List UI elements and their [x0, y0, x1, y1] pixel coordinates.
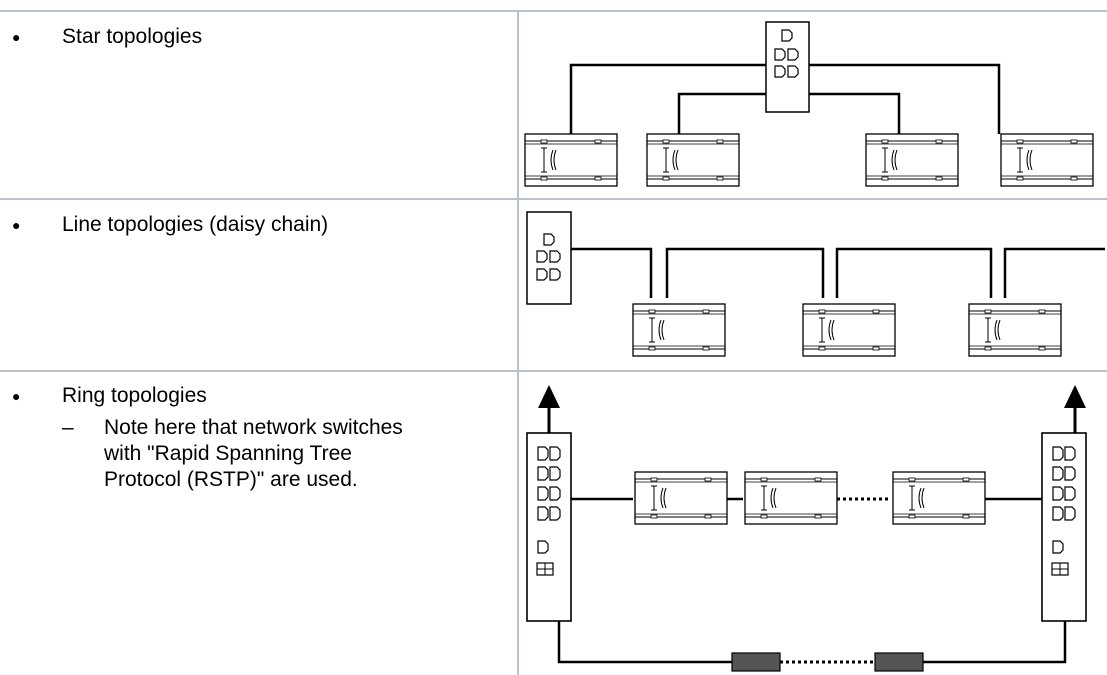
ring-connector-icon: [874, 652, 924, 672]
ring-uplink-arrow-icon: [538, 385, 560, 408]
io-module-icon: [524, 133, 618, 187]
table-row-divider: [0, 198, 1107, 200]
network-cable: [1003, 247, 1105, 298]
network-cable: [809, 63, 1001, 134]
table-column-divider: [517, 10, 519, 675]
io-module-icon: [634, 471, 728, 525]
ring-uplink-arrow-icon: [1064, 385, 1086, 408]
io-module-icon: [802, 303, 896, 357]
network-switch-icon: [765, 21, 810, 113]
network-cable: [923, 620, 1067, 664]
io-module-icon: [865, 133, 959, 187]
network-cable: [569, 63, 766, 134]
network-cable: [665, 247, 825, 298]
io-module-icon: [1000, 133, 1094, 187]
ring-connector-icon: [731, 652, 781, 672]
io-module-icon: [646, 133, 740, 187]
network-cable: [809, 92, 901, 134]
bullet: ●: [12, 217, 21, 233]
network-switch-icon: [526, 432, 572, 622]
network-cable: [557, 620, 732, 664]
ring-note: Note here that network switches with "Ra…: [104, 415, 403, 493]
network-cable: [677, 92, 766, 134]
bullet: ●: [12, 388, 21, 404]
table-row-divider: [0, 370, 1107, 372]
network-switch-icon: [526, 211, 572, 305]
line-topology-diagram: [526, 211, 1105, 357]
row-label-ring: Ring topologies: [62, 384, 207, 407]
io-module-icon: [968, 303, 1062, 357]
io-module-icon: [744, 471, 838, 525]
star-topology-diagram: [524, 21, 1094, 187]
ring-note-line: Note here that network switches: [104, 416, 403, 439]
ring-note-line: with "Rapid Spanning Tree: [104, 442, 352, 465]
ring-topology-diagram: [526, 385, 1087, 672]
table-border-top: [0, 10, 1107, 12]
network-cable: [835, 247, 993, 298]
network-switch-icon: [1041, 432, 1087, 622]
row-label-line: Line topologies (daisy chain): [62, 213, 329, 236]
network-cable: [571, 247, 653, 298]
io-module-icon: [632, 303, 726, 357]
ring-note-line: Protocol (RSTP)" are used.: [104, 468, 358, 491]
sub-bullet: –: [62, 416, 74, 439]
bullet: ●: [12, 29, 21, 45]
io-module-icon: [892, 471, 986, 525]
row-label-star: Star topologies: [62, 25, 203, 48]
